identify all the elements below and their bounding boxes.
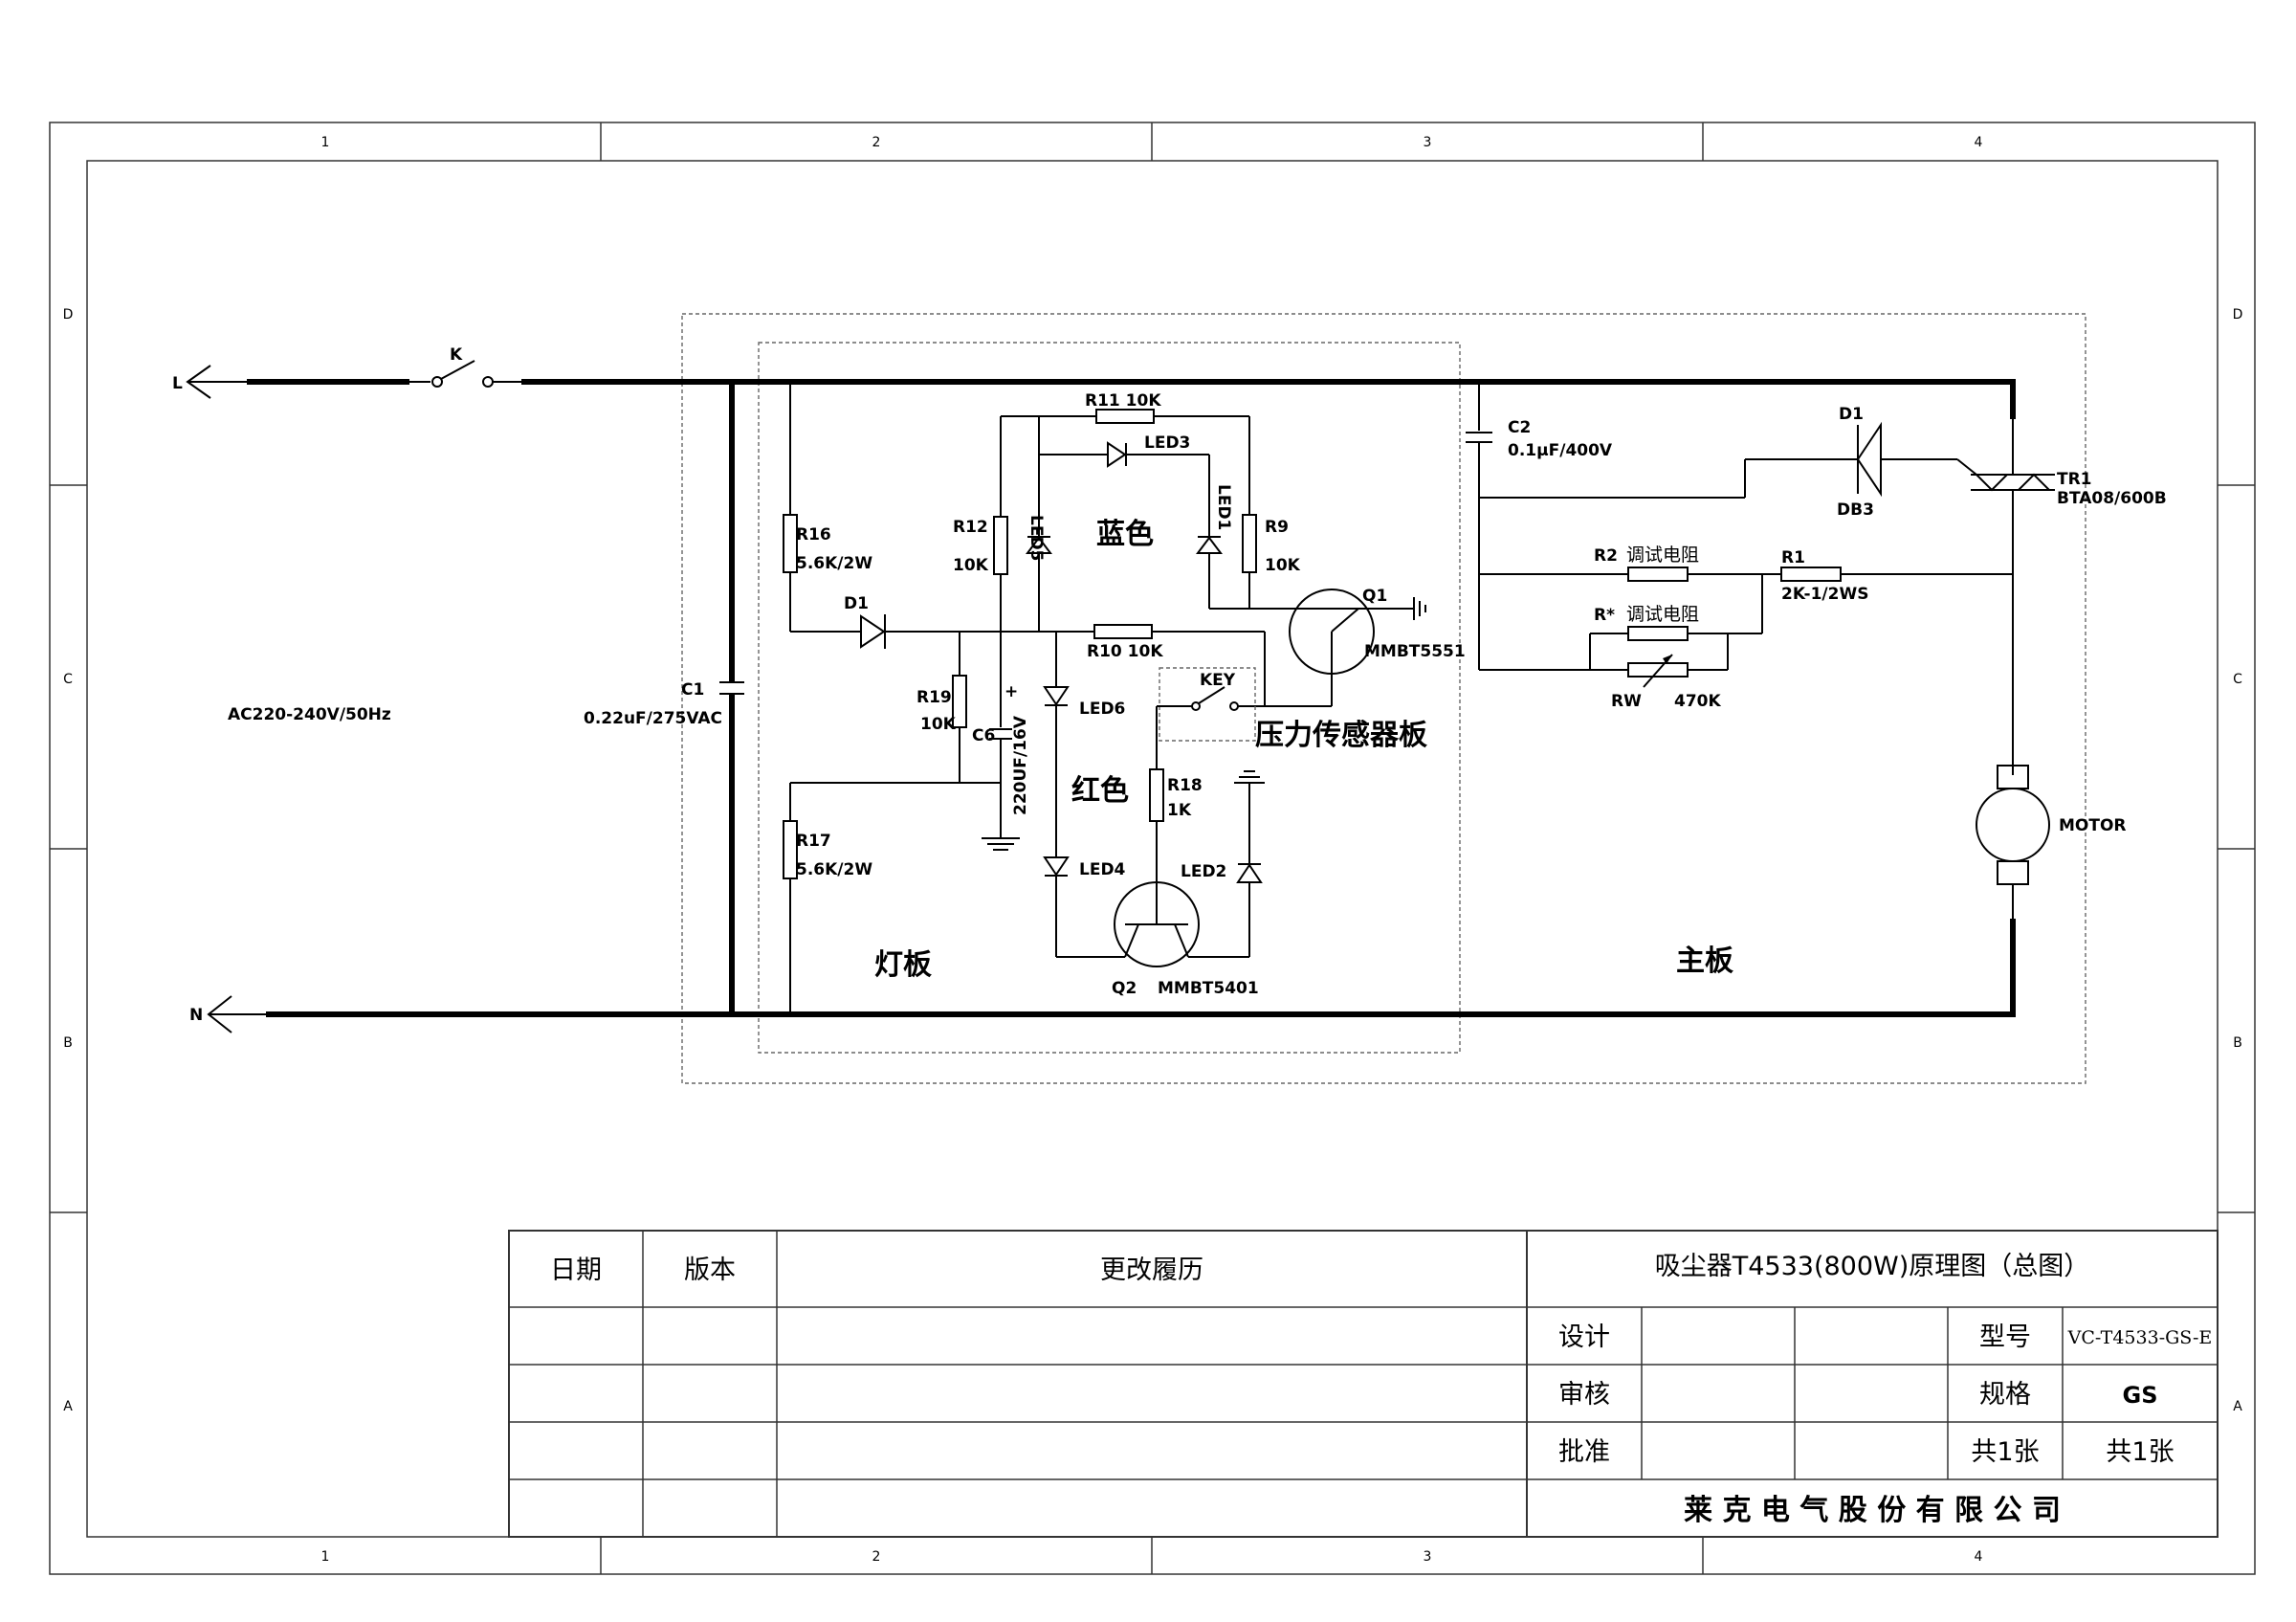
title-col-version: 版本 <box>684 1255 736 1285</box>
drawing-frame <box>49 122 2256 1575</box>
zone-row-b-right: B <box>2233 1035 2242 1051</box>
zone-labels: 1 2 3 4 1 2 3 4 D C B A D C B A <box>63 135 2243 1565</box>
drawing-title: 吸尘器T4533(800W)原理图（总图） <box>1655 1252 2090 1281</box>
c6-polarity: + <box>1004 682 1018 701</box>
r1-value: 2K-1/2WS <box>1781 585 1868 604</box>
rstar-name: R* <box>1594 606 1615 625</box>
title-col-date: 日期 <box>550 1255 602 1285</box>
company-name: 莱 克 电 气 股 份 有 限 公 司 <box>1684 1494 2061 1527</box>
mains-wiring <box>186 360 2016 1033</box>
q1-part: MMBT5551 <box>1364 642 1466 661</box>
title-col-history: 更改履历 <box>1100 1255 1203 1285</box>
r12-value: 10K <box>953 556 989 575</box>
line-n-label: N <box>189 1006 203 1025</box>
zone-row-c-right: C <box>2233 672 2242 687</box>
r2-note: 调试电阻 <box>1626 544 1699 566</box>
led5-name: LED5 <box>1027 515 1046 561</box>
spec-value: GS <box>2123 1382 2158 1409</box>
outer-board-outline <box>681 313 2086 1084</box>
motor-name: MOTOR <box>2059 816 2127 835</box>
pressure-board-label: 压力传感器板 <box>1255 719 1427 752</box>
r9-value: 10K <box>1265 556 1301 575</box>
c6-name: C6 <box>972 726 995 745</box>
c2-value: 0.1μF/400V <box>1508 441 1613 460</box>
capacitor-c1 <box>719 681 744 695</box>
blue-label: 蓝色 <box>1096 518 1154 551</box>
zone-row-d-right: D <box>2233 307 2243 322</box>
main-board-wiring <box>1466 382 2055 919</box>
r19-value: 10K <box>920 715 957 734</box>
rw-name: RW <box>1611 692 1642 711</box>
c1-name: C1 <box>681 680 704 700</box>
design-label: 设计 <box>1558 1322 1610 1352</box>
key-name: KEY <box>1200 671 1236 690</box>
approve-label: 批准 <box>1558 1437 1610 1467</box>
led4-name: LED4 <box>1079 860 1126 879</box>
model-value: VC-T4533-GS-E <box>2067 1327 2213 1348</box>
zone-col-4-bottom: 4 <box>1975 1549 1983 1565</box>
d1-main-name: D1 <box>1839 405 1864 424</box>
zone-col-4-top: 4 <box>1975 135 1983 150</box>
r17-name: R17 <box>796 832 831 851</box>
c2-name: C2 <box>1508 418 1531 437</box>
led3-name: LED3 <box>1144 433 1190 453</box>
c1-value: 0.22uF/275VAC <box>584 709 722 728</box>
r17-value: 5.6K/2W <box>796 860 872 879</box>
light-board-wiring <box>783 382 1426 1014</box>
zone-col-2-top: 2 <box>872 135 881 150</box>
r11-label: R11 10K <box>1085 391 1161 411</box>
line-l-label: L <box>172 374 183 393</box>
zone-row-a-left: A <box>63 1399 73 1414</box>
zone-col-3-top: 3 <box>1424 135 1432 150</box>
light-board-label: 灯板 <box>874 948 932 982</box>
tr1-part: BTA08/600B <box>2057 489 2167 508</box>
sheets-total: 共1张 <box>1971 1437 2039 1467</box>
switch-k-label: K <box>450 345 463 365</box>
d1-light-name: D1 <box>844 594 869 613</box>
r18-name: R18 <box>1167 776 1203 795</box>
db3-name: DB3 <box>1837 500 1874 520</box>
zone-col-3-bottom: 3 <box>1424 1549 1432 1565</box>
zone-row-b-left: B <box>63 1035 73 1051</box>
sheet-number: 共1张 <box>2106 1437 2174 1467</box>
r12-name: R12 <box>953 518 988 537</box>
zone-col-1-bottom: 1 <box>321 1549 330 1565</box>
led6-name: LED6 <box>1079 700 1125 719</box>
review-label: 审核 <box>1558 1380 1610 1410</box>
q2-name: Q2 <box>1112 979 1137 998</box>
led1-name: LED1 <box>1214 484 1233 530</box>
zone-row-a-right: A <box>2233 1399 2242 1414</box>
model-label: 型号 <box>1979 1322 2031 1352</box>
r10-label: R10 10K <box>1087 642 1163 661</box>
supply-label: AC220-240V/50Hz <box>228 705 391 724</box>
r1-name: R1 <box>1781 548 1805 567</box>
q1-name: Q1 <box>1362 587 1387 606</box>
r16-name: R16 <box>796 525 831 544</box>
r18-value: 1K <box>1167 801 1192 820</box>
title-block <box>508 1230 2219 1538</box>
zone-col-1-top: 1 <box>321 135 330 150</box>
rstar-note: 调试电阻 <box>1626 604 1699 625</box>
led2-name: LED2 <box>1181 862 1226 881</box>
main-board-label: 主板 <box>1676 944 1733 978</box>
rw-value: 470K <box>1674 692 1721 711</box>
r9-name: R9 <box>1265 518 1289 537</box>
r19-name: R19 <box>916 688 952 707</box>
q2-part: MMBT5401 <box>1158 979 1259 998</box>
r16-value: 5.6K/2W <box>796 554 872 573</box>
spec-label: 规格 <box>1979 1380 2031 1410</box>
zone-row-d-left: D <box>63 307 74 322</box>
light-board-outline <box>758 342 1461 1054</box>
red-label: 红色 <box>1071 774 1129 808</box>
c6-value: 220UF/16V <box>1011 715 1030 815</box>
zone-row-c-left: C <box>63 672 73 687</box>
zone-col-2-bottom: 2 <box>872 1549 881 1565</box>
tr1-name: TR1 <box>2057 470 2092 489</box>
r2-name: R2 <box>1594 546 1618 566</box>
